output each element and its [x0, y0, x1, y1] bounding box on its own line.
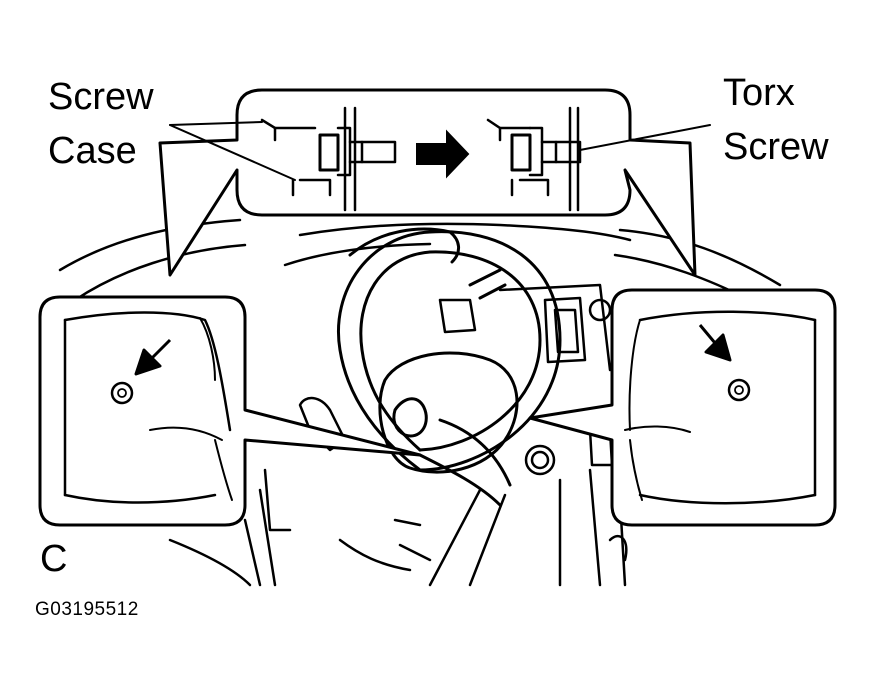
- view-letter: C: [40, 538, 68, 580]
- screw-case-before: [260, 106, 397, 212]
- torx-screw-label-line1: Torx: [723, 72, 795, 114]
- torx-screw-icon: [110, 381, 134, 405]
- arrow-down-icon: [698, 324, 732, 362]
- figure-code: G03195512: [35, 599, 139, 620]
- torx-screw-icon: [727, 378, 751, 402]
- left-screw-location-inset: [38, 295, 422, 527]
- torx-screw-label-line2: Screw: [723, 126, 829, 168]
- leader-lines: [169, 121, 711, 181]
- screw-case-after: [486, 106, 582, 212]
- arrow-right-icon: [416, 129, 470, 179]
- screw-case-label-line2: Case: [48, 130, 137, 172]
- arrow-down-icon: [134, 338, 172, 376]
- screw-case-label-line1: Screw: [48, 76, 154, 118]
- dashboard-background-art: [58, 218, 782, 587]
- steering-wheel: [337, 227, 562, 472]
- screw-detail-callout: [158, 88, 697, 277]
- right-screw-location-inset: [528, 288, 837, 527]
